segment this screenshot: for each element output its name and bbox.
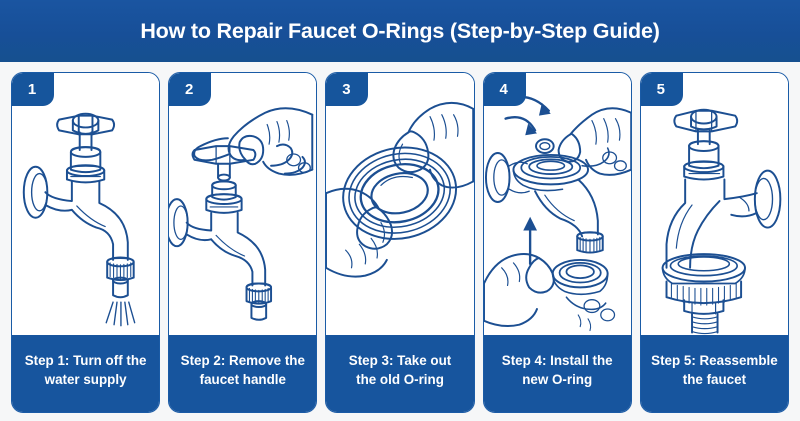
step-caption: Step 5: Reassemble the faucet bbox=[640, 335, 789, 412]
step-card-4[interactable]: 4 bbox=[482, 72, 632, 413]
caption-line-2: new O-ring bbox=[522, 371, 593, 387]
step-caption: Step 3: Take out the old O-ring bbox=[326, 335, 474, 412]
step-number-badge: 5 bbox=[640, 73, 683, 106]
caption-line-2: the old O-ring bbox=[356, 371, 444, 387]
caption-line-2: the faucet bbox=[682, 371, 747, 387]
step-number-badge: 4 bbox=[483, 73, 526, 106]
caption-line-1: Step 1: Turn off the bbox=[24, 353, 147, 368]
step-card-5[interactable]: 5 bbox=[639, 72, 790, 413]
step-number-badge: 2 bbox=[169, 73, 212, 106]
hand-removing-faucet-handle-icon bbox=[169, 73, 317, 335]
step-card-1[interactable]: 1 bbox=[11, 72, 161, 413]
header-bar: How to Repair Faucet O-Rings (Step-by-St… bbox=[0, 0, 800, 62]
step-caption: Step 1: Turn off the water supply bbox=[12, 335, 160, 412]
caption-line-2: faucet handle bbox=[199, 371, 286, 387]
installing-new-o-ring-icon bbox=[483, 73, 631, 335]
faucet-with-running-water-icon bbox=[12, 73, 160, 335]
caption-line-1: Step 5: Reassemble bbox=[651, 353, 778, 368]
caption-line-1: Step 4: Install the bbox=[501, 353, 613, 368]
step-card-2[interactable]: 2 bbox=[168, 72, 318, 413]
caption-line-1: Step 3: Take out bbox=[348, 353, 452, 368]
step-caption: Step 2: Remove the faucet handle bbox=[169, 335, 317, 412]
hands-holding-o-ring-icon bbox=[326, 73, 474, 335]
caption-line-2: water supply bbox=[44, 371, 127, 387]
steps-container: 1 bbox=[11, 72, 790, 413]
step-number-badge: 1 bbox=[12, 73, 54, 106]
page-title: How to Repair Faucet O-Rings (Step-by-St… bbox=[140, 18, 660, 43]
reassembled-faucet-icon bbox=[640, 73, 789, 335]
step-caption: Step 4: Install the new O-ring bbox=[483, 335, 631, 412]
caption-line-1: Step 2: Remove the bbox=[180, 353, 305, 368]
step-number-badge: 3 bbox=[326, 73, 369, 106]
step-card-3[interactable]: 3 bbox=[325, 72, 475, 413]
